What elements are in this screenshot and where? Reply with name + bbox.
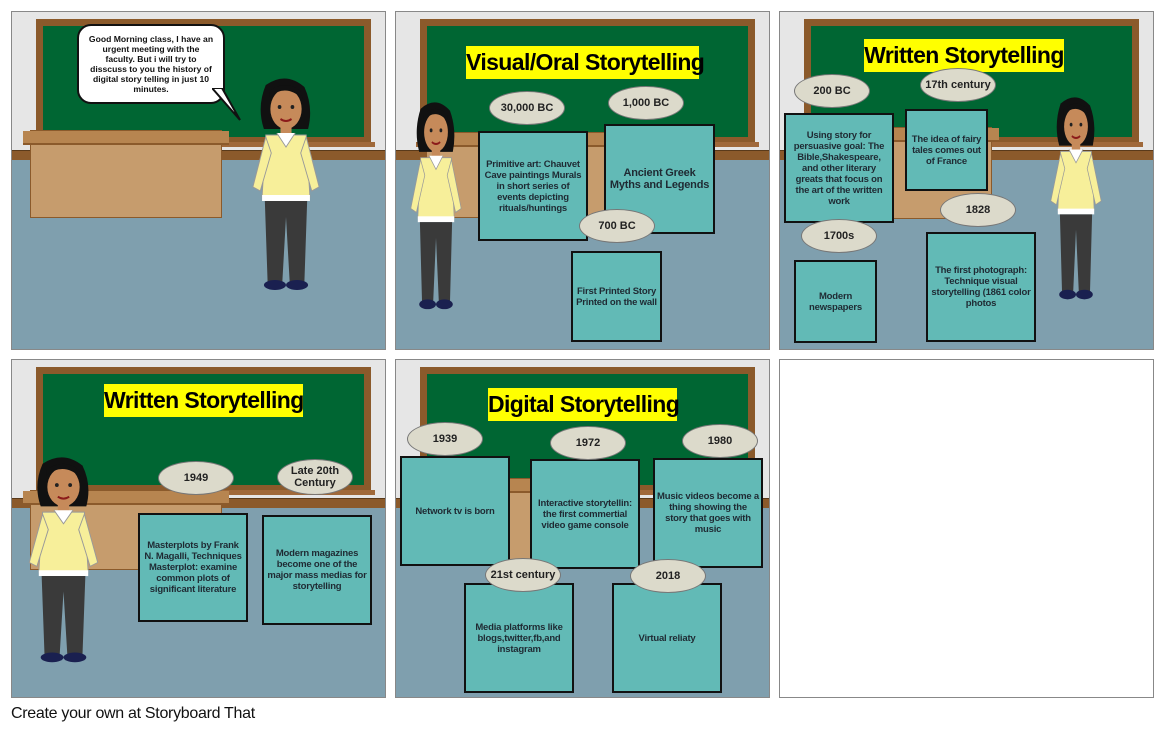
panel-5: Digital Storytelling Network tv is born … — [395, 359, 770, 698]
storyboard-that-credit-link[interactable]: Create your own at Storyboard That — [11, 705, 255, 722]
panel-6-empty — [779, 359, 1154, 698]
date-oval: 1980 — [682, 424, 758, 458]
date-oval: 30,000 BC — [489, 91, 565, 125]
event-box: The first photograph: Technique visual s… — [926, 232, 1036, 342]
date-oval: 1939 — [407, 422, 483, 456]
panel-3: Written Storytelling Using story for per… — [779, 11, 1154, 350]
event-box: Virtual reliaty — [612, 583, 722, 693]
event-box: Network tv is born — [400, 456, 510, 566]
event-box: Modern newspapers — [794, 260, 877, 343]
teacher-character — [240, 77, 332, 297]
event-box: Using story for persuasive goal: The Bib… — [784, 113, 894, 223]
event-box: Interactive storytellin: the first comme… — [530, 459, 640, 569]
date-oval: 1,000 BC — [608, 86, 684, 120]
date-oval: 1828 — [940, 193, 1016, 227]
speech-bubble-tail — [212, 88, 241, 121]
date-oval: 1949 — [158, 461, 234, 495]
panel-title: Written Storytelling — [104, 384, 304, 417]
panel-4: Written Storytelling Masterplots by Fran… — [11, 359, 386, 698]
event-box: Primitive art: Chauvet Cave paintings Mu… — [478, 131, 588, 241]
panel-title: Visual/Oral Storytelling — [466, 46, 705, 79]
panel-title: Written Storytelling — [864, 39, 1064, 72]
event-box: First Printed Story Printed on the wall — [571, 251, 662, 342]
date-oval: 2018 — [630, 559, 706, 593]
date-oval: 17th century — [920, 68, 996, 102]
event-box: Music videos become a thing showing the … — [653, 458, 763, 568]
teacher-character — [401, 101, 471, 316]
date-oval: 1972 — [550, 426, 626, 460]
date-oval: 1700s — [801, 219, 877, 253]
date-oval: 200 BC — [794, 74, 870, 108]
date-oval: Late 20th Century — [277, 459, 353, 495]
teacher-character — [1041, 96, 1111, 306]
panel-1: Good Morning class, I have an urgent mee… — [11, 11, 386, 350]
panel-2: Visual/Oral Storytelling Primitive art: … — [395, 11, 770, 350]
date-oval: 21st century — [485, 558, 561, 592]
panel-title: Digital Storytelling — [488, 388, 680, 421]
date-oval: 700 BC — [579, 209, 655, 243]
event-box: The idea of fairy tales comes out of Fra… — [905, 109, 988, 191]
speech-bubble: Good Morning class, I have an urgent mee… — [77, 24, 225, 104]
teacher-desk — [23, 130, 229, 218]
event-box: Modern magazines become one of the major… — [262, 515, 372, 625]
teacher-character — [16, 456, 111, 669]
event-box: Media platforms like blogs,twitter,fb,an… — [464, 583, 574, 693]
event-box: Masterplots by Frank N. Magalli, Techniq… — [138, 513, 248, 622]
